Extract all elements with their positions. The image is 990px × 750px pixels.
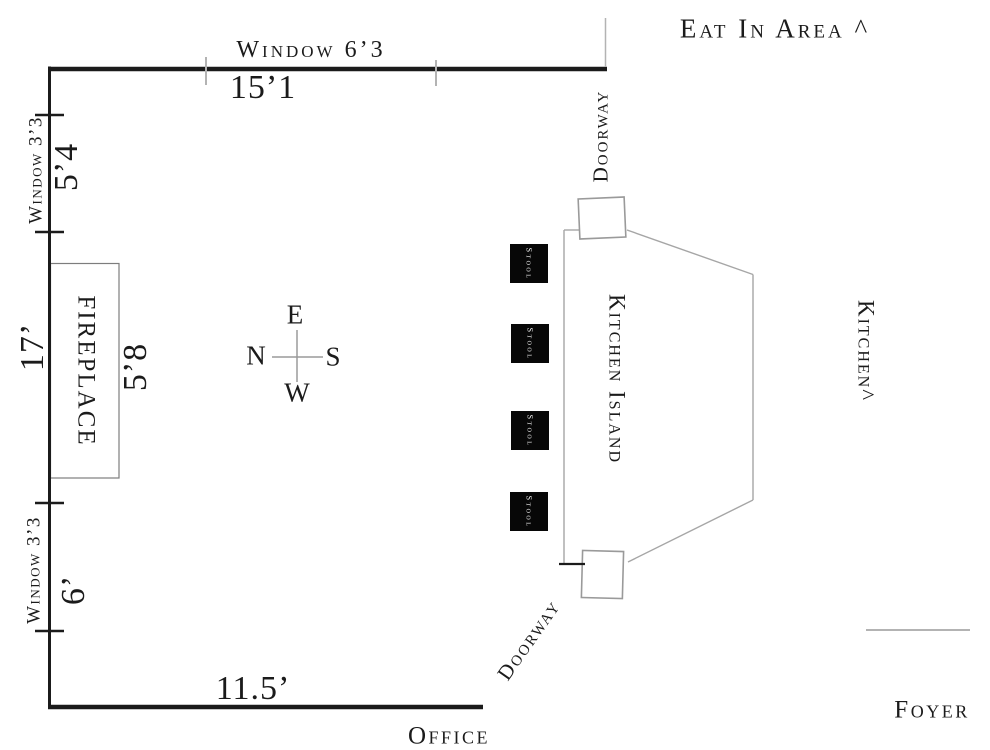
compass-south: S <box>325 341 341 372</box>
dimension-top-wall: 15’1 <box>229 69 297 106</box>
room-label-office: Office <box>407 722 491 750</box>
stool-3-label: Stool <box>525 414 535 447</box>
window-ticks-left <box>35 113 64 633</box>
stool-2: Stool <box>511 324 549 363</box>
dimension-left-wall: 17’ <box>14 322 51 372</box>
kitchen-island-outline <box>563 229 754 564</box>
stool-2-label: Stool <box>525 327 535 360</box>
stool-1-label: Stool <box>524 247 534 280</box>
dimension-fireplace: 5’8 <box>117 342 154 392</box>
room-label-foyer: Foyer <box>894 696 970 724</box>
stool-3: Stool <box>511 411 549 450</box>
window-label-top: Window 6’3 <box>236 37 386 63</box>
room-label-kitchen: Kitchen^ <box>853 299 879 403</box>
compass-west: W <box>284 377 310 408</box>
doorway-label-top: Doorway <box>588 89 613 183</box>
window-label-left-lower: Window 3’3 <box>23 516 45 624</box>
stool-4-label: Stool <box>524 495 534 528</box>
fireplace-outline <box>49 262 120 479</box>
compass-north: N <box>246 340 266 371</box>
stool-1: Stool <box>510 244 548 283</box>
doorway-bottom-box <box>580 549 625 600</box>
fireplace-label: FIREPLACE <box>72 295 100 447</box>
kitchen-island-label: Kitchen Island <box>604 293 630 465</box>
walls <box>48 66 607 710</box>
window-label-left-upper: Window 3’3 <box>25 116 47 224</box>
doorway-top-box <box>577 196 627 240</box>
room-label-eat-in-area: Eat In Area ^ <box>679 13 871 44</box>
dimension-window-lower: 6’ <box>55 574 92 606</box>
stool-4: Stool <box>510 492 548 531</box>
dimension-window-upper: 5’4 <box>48 142 85 192</box>
compass-east: E <box>286 299 304 330</box>
dimension-bottom-wall: 11.5’ <box>215 670 291 707</box>
compass-cross <box>272 330 323 382</box>
window-ticks-top <box>205 57 437 86</box>
